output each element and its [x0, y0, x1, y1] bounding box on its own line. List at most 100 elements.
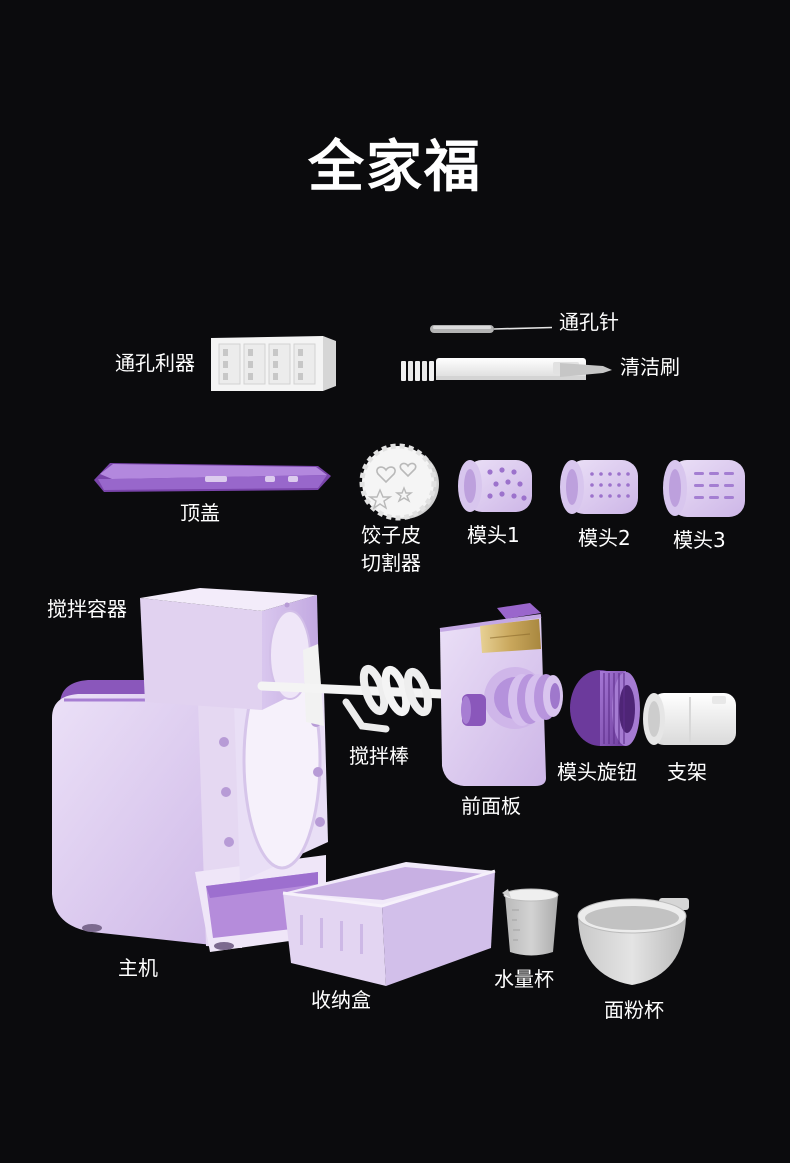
tool-pin [248, 361, 253, 368]
dumpling-wrapper-cutter-shape [367, 488, 393, 510]
tool-pin [298, 373, 303, 380]
tool-pin [223, 349, 228, 356]
die-hole [608, 472, 612, 476]
die-hole [626, 483, 630, 487]
tool-pin [298, 349, 303, 356]
die-hole [608, 483, 612, 487]
tool-pin [298, 361, 303, 368]
label-water-measuring-cup: 水量杯 [494, 967, 554, 991]
die-slit [709, 472, 719, 475]
water-measuring-cup-shape [502, 889, 511, 898]
die-hole [590, 472, 594, 476]
flour-measuring-cup-shape [578, 917, 686, 985]
cleaning-brush-shape [422, 361, 427, 381]
die-slit [694, 472, 704, 475]
main-unit [52, 680, 326, 952]
flour-measuring-cup [577, 898, 689, 985]
hole-clearing-tool-shape [293, 343, 316, 385]
dumpling-wrapper-cutter-shape [359, 443, 437, 521]
hole-clearing-tool-shape [268, 343, 291, 385]
storage-box-shape [282, 869, 496, 908]
die-hole [499, 491, 505, 497]
flour-measuring-cup-shape [585, 906, 679, 930]
label-storage-box: 收纳盒 [311, 988, 371, 1012]
label-noodle-die-1: 模头1 [467, 523, 520, 547]
knob-grip [608, 673, 610, 744]
label-front-panel: 前面板 [461, 794, 521, 818]
front-panel [439, 603, 563, 786]
label-dumpling-wrapper-cutter: 饺子皮 切割器 [361, 521, 421, 577]
holder-stand [643, 693, 736, 745]
tool-pin [273, 349, 278, 356]
tool-pin [273, 373, 278, 380]
cleaning-needle-shape [433, 326, 491, 329]
storage-box-shape [382, 871, 495, 986]
noodle-die-1 [458, 460, 532, 512]
die-hole [487, 493, 493, 499]
main-unit-shape [52, 694, 240, 948]
cleaning-brush-shape [401, 361, 406, 381]
die-hole [511, 469, 517, 475]
cleaning-brush-shape [560, 363, 612, 377]
stirring-rod-shape [381, 665, 411, 717]
stirring-rod-shape [342, 698, 390, 733]
front-panel-shape [497, 603, 541, 619]
tool-pin [223, 373, 228, 380]
dumpling-wrapper-cutter-shape [394, 486, 414, 503]
noodle-die-2-shape [566, 469, 578, 505]
die-slit [694, 484, 704, 487]
dumpling-wrapper-cutter-shape [376, 466, 396, 484]
label-cleaning-brush: 清洁刷 [620, 355, 680, 379]
die-hole [499, 467, 505, 473]
die-slit [709, 496, 719, 499]
storage-box-shape [283, 893, 386, 986]
label-flour-measuring-cup: 面粉杯 [604, 998, 664, 1022]
top-lid-shape [100, 464, 327, 479]
die-hole [599, 483, 603, 487]
label-cutter-line-2: 切割器 [361, 551, 421, 575]
holder-stand-shape [652, 693, 736, 745]
mixing-container-shape [315, 817, 325, 827]
holder-stand-shape [648, 701, 660, 737]
die-hole [493, 481, 499, 487]
die-hole [617, 472, 621, 476]
die-slit [694, 496, 704, 499]
label-noodle-die-3: 模头3 [673, 528, 726, 552]
cleaning-brush-shape [436, 358, 586, 380]
mixing-container-shape [221, 787, 231, 797]
mixing-container [140, 588, 328, 882]
main-unit-shape [206, 872, 318, 898]
die-hole [617, 483, 621, 487]
die-hole [590, 483, 594, 487]
label-cutter-line-1: 饺子皮 [361, 523, 421, 547]
noodle-die-2 [560, 460, 638, 514]
die-hole [590, 494, 594, 498]
die-hole [626, 472, 630, 476]
main-unit-shape [214, 942, 234, 950]
hole-clearing-tool-shape [218, 343, 241, 385]
label-main-unit: 主机 [118, 956, 158, 980]
storage-box-shape [292, 867, 484, 900]
die-hole [505, 479, 511, 485]
stirring-rod [257, 644, 447, 733]
front-panel-shape [439, 614, 542, 632]
die-hole [517, 481, 523, 487]
label-noodle-die-2: 模头2 [578, 526, 631, 550]
holder-stand-shape [712, 696, 726, 704]
die-knob [570, 670, 640, 746]
hole-clearing-tool-shape [243, 343, 266, 385]
die-hole [626, 494, 630, 498]
cleaning-needle [430, 325, 553, 333]
label-hole-clearing-tool: 通孔利器 [115, 351, 195, 375]
mixing-container-shape [140, 588, 317, 611]
front-panel-shape [550, 683, 560, 709]
tool-pin [248, 349, 253, 356]
water-measuring-cup-shape [505, 895, 558, 956]
storage-box-shape [300, 915, 303, 945]
top-lid-shape [265, 476, 275, 482]
die-hole [608, 494, 612, 498]
water-measuring-cup-shape [503, 888, 559, 902]
storage-box-shape [320, 918, 323, 948]
